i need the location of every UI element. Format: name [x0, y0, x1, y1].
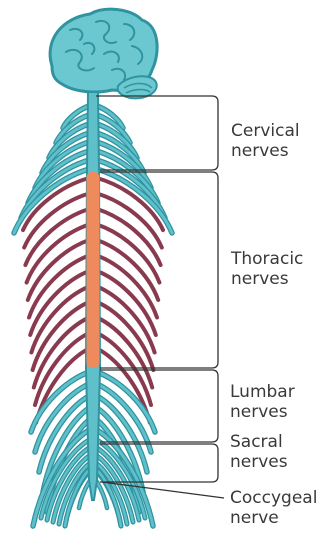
brain-icon — [50, 9, 157, 98]
coccygeal-label-line1: Coccygeal — [230, 488, 317, 508]
sacral-label-line2: nerves — [230, 452, 288, 472]
lumbar-label-line2: nerves — [230, 402, 295, 422]
coccygeal-label-line2: nerve — [230, 508, 317, 528]
cervical-label-line2: nerves — [231, 141, 300, 161]
cervical-nerves-label: Cervical nerves — [231, 121, 300, 161]
thoracic-label-line1: Thoracic — [231, 249, 303, 269]
sacral-nerves-label: Sacral nerves — [230, 432, 288, 472]
thoracic-label-line2: nerves — [231, 269, 303, 289]
thoracic-nerves-label: Thoracic nerves — [231, 249, 303, 289]
lumbar-nerves-label: Lumbar nerves — [230, 382, 295, 422]
coccygeal-nerve-label: Coccygeal nerve — [230, 488, 317, 528]
thoracic-cord-segment — [87, 172, 100, 368]
cervical-label-line1: Cervical — [231, 121, 300, 141]
sacral-label-line1: Sacral — [230, 432, 288, 452]
lumbar-label-line1: Lumbar — [230, 382, 295, 402]
spinal-cord-icon — [14, 92, 172, 526]
